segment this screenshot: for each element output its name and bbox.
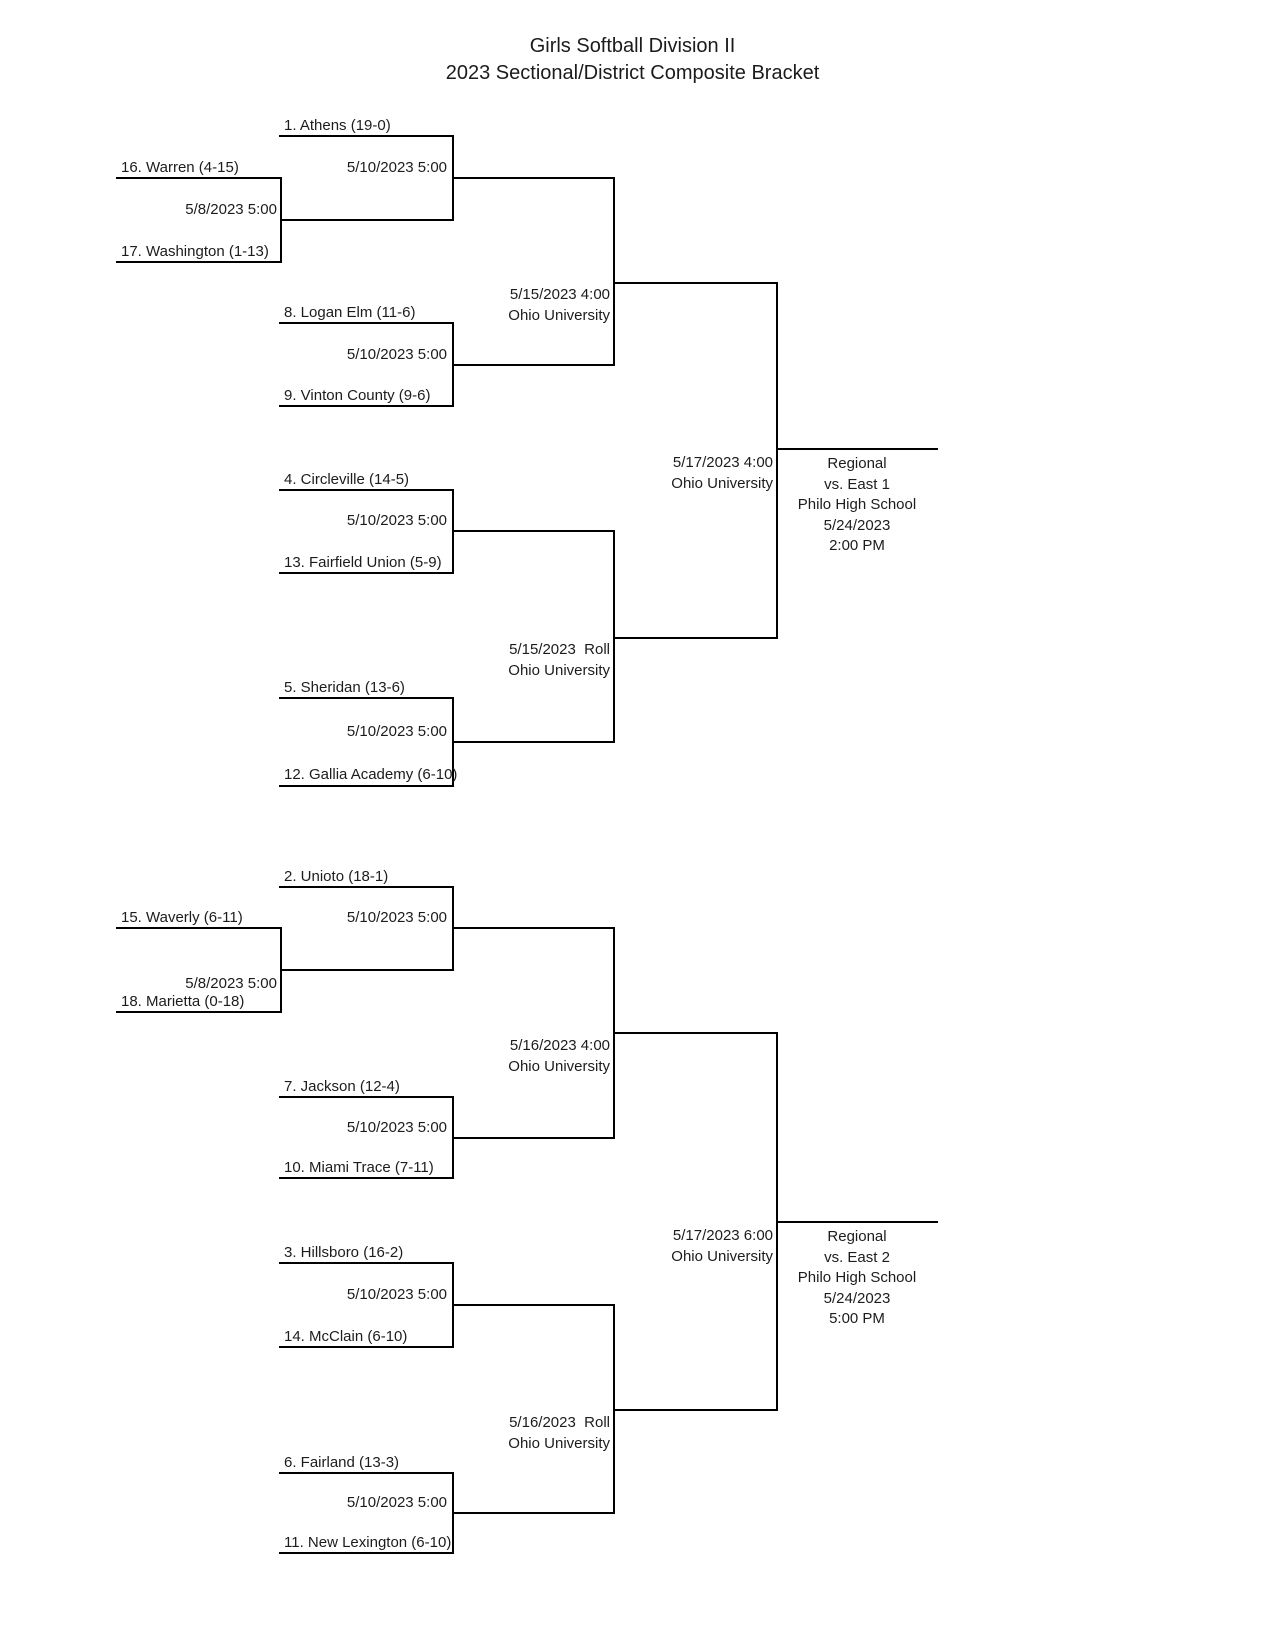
team-label-washington: 17. Washington (1-13) [121,243,269,260]
bracket-line [452,1137,615,1139]
regional-title: Regional [827,455,887,472]
east2-game4-schedule: 5/10/2023 5:00 [346,1494,447,1511]
regional-date: 5/24/2023 [823,516,891,534]
east1-game3-schedule: 5/10/2023 5:00 [346,512,447,529]
bracket-line [279,1262,454,1264]
bracket-line [279,405,454,407]
bracket-line [280,969,454,971]
east1-semifinal1-location: Ohio University [508,307,610,324]
bracket-line [452,927,615,929]
regional-qualifier-line [776,1221,938,1223]
team-label-vinton-county: 9. Vinton County (9-6) [284,387,431,404]
bracket-line [279,135,454,137]
east1-final-location: Ohio University [671,475,773,492]
bracket-line [452,364,615,366]
east2-playin-schedule: 5/8/2023 5:00 [185,975,277,992]
bracket-line [279,697,454,699]
team-label-hillsboro: 3. Hillsboro (16-2) [284,1244,404,1261]
regional-venue: Philo High School [797,496,917,513]
east2-semifinal2-schedule: 5/16/2023 Roll [509,1414,610,1431]
bracket-line [116,177,282,179]
team-label-gallia-academy: 12. Gallia Academy (6-10) [284,766,458,783]
team-label-mcclain: 14. McClain (6-10) [284,1328,408,1345]
team-label-sheridan: 5. Sheridan (13-6) [284,679,405,696]
bracket-line [452,177,615,179]
page-title: Girls Softball Division II 2023 Sectiona… [0,33,1265,87]
east1-semifinal1-schedule: 5/15/2023 4:00 [509,286,610,303]
east1-game4-schedule: 5/10/2023 5:00 [346,723,447,740]
east1-game2-schedule: 5/10/2023 5:00 [346,346,447,363]
bracket-line [613,282,778,284]
team-label-marietta: 18. Marietta (0-18) [121,993,245,1010]
regional-time: 2:00 PM [829,537,885,554]
bracket-line [452,530,615,532]
bracket-line [279,886,454,888]
regional-opponent: vs. East 1 [824,475,890,493]
regional-opponent: vs. East 2 [824,1248,890,1266]
bracket-line [279,572,454,574]
east1-semifinal2-location: Ohio University [508,662,610,679]
bracket-line [613,1409,778,1411]
team-label-jackson: 7. Jackson (12-4) [284,1078,400,1095]
east2-final-schedule: 5/17/2023 6:00 [672,1227,773,1244]
bracket-connector [776,282,778,639]
bracket-line [452,741,615,743]
east1-final-schedule: 5/17/2023 4:00 [672,454,773,471]
bracket-line [452,1304,615,1306]
title-line-1: Girls Softball Division II [529,35,736,57]
team-label-circleville: 4. Circleville (14-5) [284,471,410,488]
team-label-unioto: 2. Unioto (18-1) [284,868,389,885]
east1-regional-info: Regional vs. East 1 Philo High School 5/… [776,454,938,557]
bracket-line [279,1472,454,1474]
east1-playin-schedule: 5/8/2023 5:00 [185,201,277,218]
regional-title: Regional [827,1228,887,1245]
east2-semifinal1-location: Ohio University [508,1058,610,1075]
bracket-line [279,1177,454,1179]
east2-game3-schedule: 5/10/2023 5:00 [346,1286,447,1303]
bracket-line [279,1096,454,1098]
bracket-line [279,785,454,787]
bracket-line [452,1512,615,1514]
team-label-fairfield-union: 13. Fairfield Union (5-9) [284,554,442,571]
east2-game1-schedule: 5/10/2023 5:00 [346,909,447,926]
regional-venue: Philo High School [797,1269,917,1286]
bracket-connector [613,177,615,366]
team-label-warren: 16. Warren (4-15) [121,159,239,176]
team-label-waverly: 15. Waverly (6-11) [121,909,243,926]
regional-date: 5/24/2023 [823,1289,891,1307]
east2-regional-info: Regional vs. East 2 Philo High School 5/… [776,1227,938,1330]
bracket-connector [613,530,615,743]
bracket-line [279,1346,454,1348]
bracket-line [116,1011,282,1013]
regional-qualifier-line [776,448,938,450]
east2-game2-schedule: 5/10/2023 5:00 [346,1119,447,1136]
team-label-new-lexington: 11. New Lexington (6-10) [284,1534,452,1551]
east2-semifinal2-location: Ohio University [508,1435,610,1452]
east1-semifinal2-schedule: 5/15/2023 Roll [509,641,610,658]
bracket-line [613,1032,778,1034]
title-line-2: 2023 Sectional/District Composite Bracke… [445,62,820,84]
team-label-athens: 1. Athens (19-0) [284,117,391,134]
bracket-line [279,489,454,491]
bracket-line [613,637,778,639]
team-label-fairland: 6. Fairland (13-3) [284,1454,400,1471]
team-label-miami-trace: 10. Miami Trace (7-11) [284,1159,434,1176]
regional-time: 5:00 PM [829,1310,885,1327]
bracket-line [280,219,454,221]
bracket-line [116,261,282,263]
team-label-logan-elm: 8. Logan Elm (11-6) [284,304,416,321]
east2-semifinal1-schedule: 5/16/2023 4:00 [509,1037,610,1054]
east1-game1-schedule: 5/10/2023 5:00 [346,159,447,176]
bracket-line [279,1552,454,1554]
east2-final-location: Ohio University [671,1248,773,1265]
bracket-line [279,322,454,324]
bracket-line [116,927,282,929]
